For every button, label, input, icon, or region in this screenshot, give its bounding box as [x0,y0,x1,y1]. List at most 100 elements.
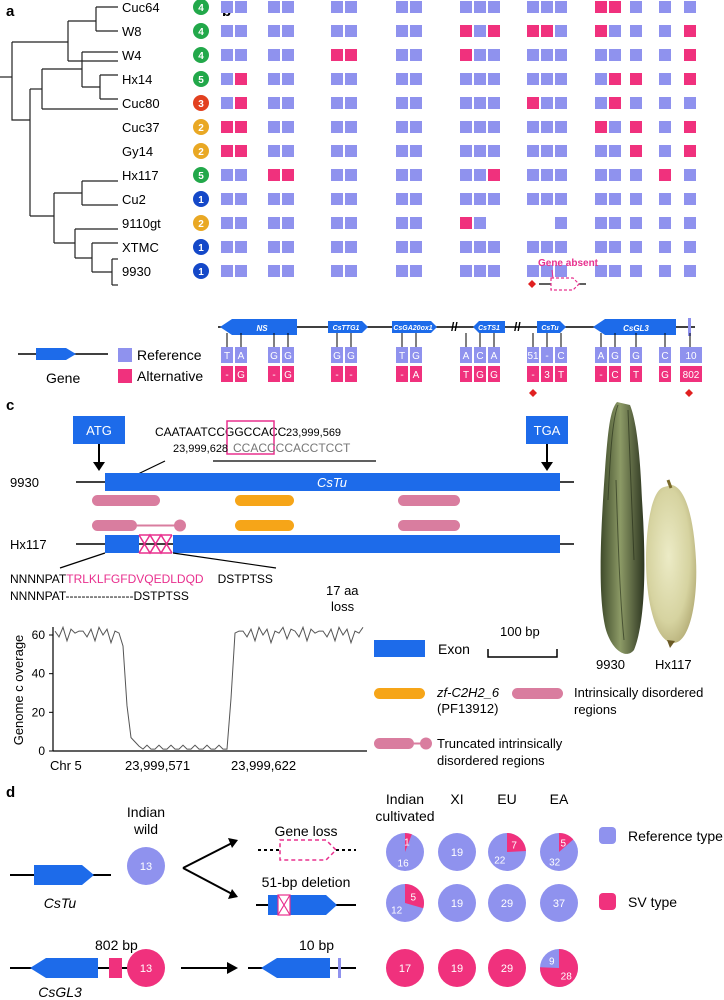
genotype-cell [282,1,294,13]
cluster-number: 4 [198,51,204,62]
pie-count: 19 [451,847,463,859]
genotype-cell [541,1,553,13]
panel-label-d: d [6,784,15,801]
genotype-cell [221,241,233,253]
ref-allele-box [396,347,408,363]
genotype-cell [268,265,280,277]
pie-slice-sv [507,833,526,852]
genotype-cell [488,25,500,37]
legend-sv-type: SV type [628,894,677,910]
pie-slice-sv [438,949,476,987]
alt-allele: - [349,370,352,381]
genotype-cell [410,193,422,205]
genotype-cell [282,49,294,61]
legend-alternative-label: Alternative [137,368,203,384]
genotype-cell [659,217,671,229]
alt-allele: T [463,370,469,381]
genotype-cell [235,145,247,157]
pie-count: 19 [451,898,463,910]
genotype-cell [609,241,621,253]
genotype-cell [474,25,486,37]
genotype-cell [396,193,408,205]
ref-allele-box [555,347,567,363]
genotype-cell [555,241,567,253]
genotype-cell [345,193,357,205]
legend-reference-label: Reference [137,347,202,363]
alt-allele: - [335,370,338,381]
ref-allele: A [463,351,470,362]
pie-count-sv: 1 [404,838,410,849]
genotype-cell [488,73,500,85]
seq-highlight-box [226,420,275,455]
genotype-cell [268,145,280,157]
genotype-cell [268,217,280,229]
csgl3-gene-glyph [30,958,98,978]
genotype-cell [659,97,671,109]
alt-allele-box [474,366,486,382]
accession-label: Hx117 [122,168,159,183]
genotype-cell [555,193,567,205]
genotype-cell [527,49,539,61]
ref-allele: G [611,351,619,362]
alt-allele: G [661,370,669,381]
genotype-cell [684,1,696,13]
cluster-number: 2 [198,219,204,230]
ref-allele: T [224,351,230,362]
alt-allele: G [284,370,292,381]
ref-allele-box [410,347,422,363]
pie-count-ref: 32 [549,858,561,869]
genotype-cell [541,73,553,85]
cstu-label: CsTu [44,895,77,911]
cluster-badge [193,95,209,111]
coverage-xtick-2: 23,999,622 [231,758,296,773]
genotype-cell [221,1,233,13]
genotype-cell [235,97,247,109]
gene-loss-label: Gene loss [274,823,337,839]
genotype-cell [474,169,486,181]
genotype-cell [345,121,357,133]
genotype-cell [345,217,357,229]
seq-top-pos: 23,999,569 [286,427,341,439]
legend-ref-type-swatch [599,827,616,844]
genotype-cell [527,241,539,253]
genotype-cell [410,73,422,85]
tga-box [526,416,568,444]
alt-allele: - [531,370,534,381]
genotype-cell [221,121,233,133]
genotype-cell [268,73,280,85]
genotype-cell [659,121,671,133]
gene-name-csga20ox1: CsGA20ox1 [393,325,432,332]
legend-alternative-swatch [118,369,132,383]
genotype-cell [595,121,607,133]
alt-allele: - [272,370,275,381]
genotype-cell [555,1,567,13]
accession-label: Cuc64 [122,0,160,15]
alt-allele-box [595,366,607,382]
genotype-cell [345,169,357,181]
diamond-marker [529,389,537,397]
legend-reference-swatch [118,348,132,362]
genotype-cell [474,1,486,13]
genotype-cell [474,241,486,253]
genotype-cell [488,169,500,181]
genotype-cell [555,217,567,229]
allele-boxes: T-AGG-GGG-G-T-GAATCGAG51--3CTA-GCGTCG108… [221,333,702,382]
pie-slice-ref [438,833,476,871]
cstu-exon-hx117-right [173,535,560,553]
genotype-cell [659,25,671,37]
gene-glyph-csttg1 [328,321,368,333]
genotype-cell [659,241,671,253]
genotype-cell [541,169,553,181]
gene-glyph-csgl3 [593,319,676,335]
genotype-cell [396,217,408,229]
cstu-exon-hx117-left [105,535,139,553]
genotype-cell [460,145,472,157]
ref-allele: G [632,351,640,362]
genotype-cell [235,265,247,277]
ref-allele-box [541,347,553,363]
ref-allele: G [284,351,292,362]
csgl3-label: CsGL3 [38,984,82,1000]
